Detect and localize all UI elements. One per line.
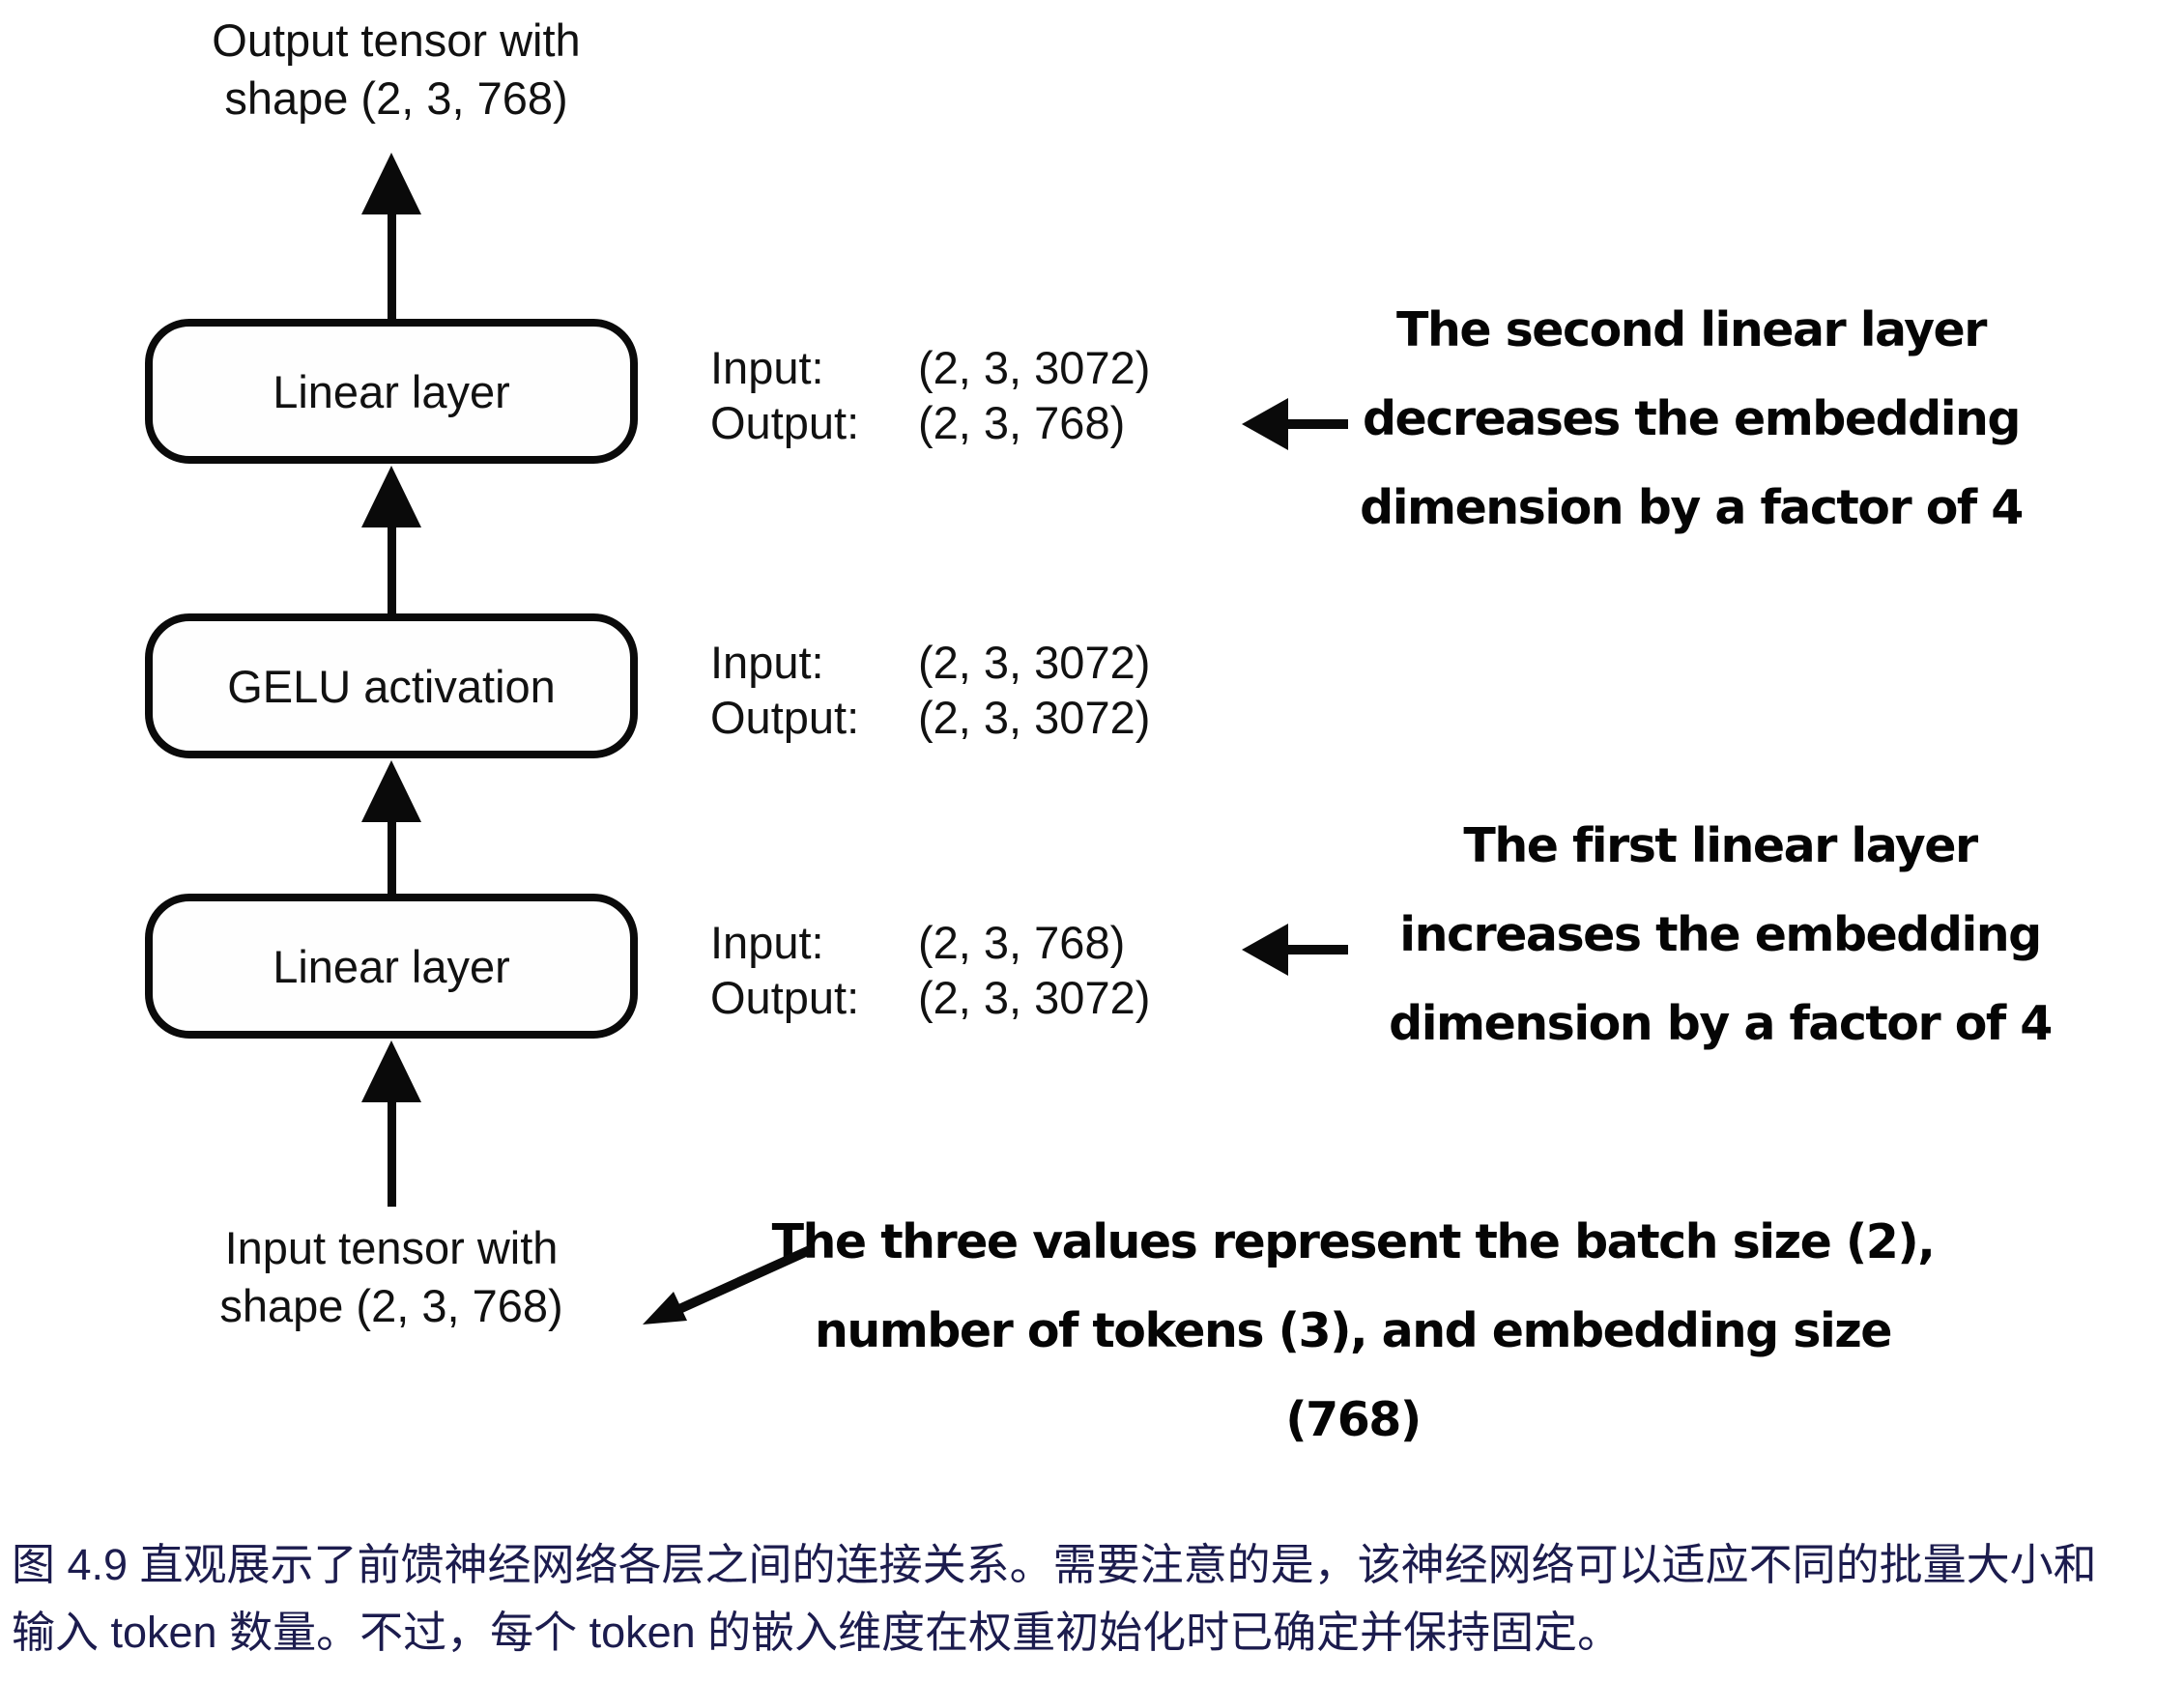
annotation-line: dimension by a factor of 4 [1360, 480, 2024, 535]
up-arrow-head [361, 153, 421, 214]
output-tensor-label: Output tensor with shape (2, 3, 768) [135, 12, 657, 128]
annotation-batch-explanation: The three values represent the batch siz… [628, 1198, 2078, 1465]
annotation-line: The second linear layer [1396, 302, 1987, 357]
caption-line: 输入 token 数量。不过，每个 token 的嵌入维度在权重初始化时已确定并… [12, 1608, 1622, 1657]
left-arrow-head [1242, 398, 1288, 450]
annotation-line: dimension by a factor of 4 [1389, 996, 2053, 1051]
up-arrow-icon [361, 760, 421, 894]
io-shapes-linear-bottom: Input: (2, 3, 768) Output: (2, 3, 3072) [710, 915, 1309, 1025]
input-tensor-label: Input tensor with shape (2, 3, 768) [155, 1219, 628, 1335]
io-output-value: (2, 3, 3072) [918, 692, 1151, 743]
left-arrow-icon [1242, 924, 1348, 976]
io-output-label: Output: [710, 972, 860, 1023]
annotation-first-linear-layer: The first linear layer increases the emb… [1363, 802, 2078, 1068]
layer-label: Linear layer [273, 365, 510, 417]
io-output-row: Output: (2, 3, 768) [710, 395, 1309, 450]
io-input-row: Input: (2, 3, 3072) [710, 635, 1309, 690]
layer-box-gelu: GELU activation [145, 613, 638, 758]
left-arrow-head [1242, 924, 1288, 976]
up-arrow-head [361, 466, 421, 527]
output-tensor-label-line1: Output tensor with [212, 14, 581, 66]
up-arrow-icon [361, 1040, 421, 1207]
io-shapes-linear-top: Input: (2, 3, 3072) Output: (2, 3, 768) [710, 340, 1309, 450]
input-tensor-label-line1: Input tensor with [224, 1222, 559, 1273]
layer-label: GELU activation [227, 660, 556, 712]
io-input-label: Input: [710, 637, 824, 688]
annotation-line: increases the embedding [1399, 907, 2042, 962]
io-output-value: (2, 3, 3072) [918, 972, 1151, 1023]
figure-caption: 图 4.9 直观展示了前馈神经网络各层之间的连接关系。需要注意的是，该神经网络可… [12, 1531, 2176, 1667]
io-input-value: (2, 3, 3072) [918, 342, 1151, 393]
up-arrow-head [361, 760, 421, 822]
up-arrow-shaft [387, 1102, 396, 1207]
io-shapes-gelu: Input: (2, 3, 3072) Output: (2, 3, 3072) [710, 635, 1309, 745]
annotation-line: number of tokens (3), and embedding size [814, 1303, 1893, 1358]
annotation-second-linear-layer: The second linear layer decreases the em… [1334, 286, 2049, 553]
up-arrow-head [361, 1040, 421, 1102]
io-input-row: Input: (2, 3, 3072) [710, 340, 1309, 395]
output-tensor-label-line2: shape (2, 3, 768) [224, 72, 568, 124]
io-input-row: Input: (2, 3, 768) [710, 915, 1309, 970]
left-arrow-shaft [1288, 945, 1348, 954]
io-input-label: Input: [710, 342, 824, 393]
io-input-label: Input: [710, 917, 824, 968]
io-output-row: Output: (2, 3, 3072) [710, 970, 1309, 1025]
io-output-value: (2, 3, 768) [918, 397, 1126, 448]
up-arrow-shaft [387, 214, 396, 319]
io-output-row: Output: (2, 3, 3072) [710, 690, 1309, 745]
left-arrow-shaft [1288, 419, 1348, 429]
annotation-line: (768) [1285, 1392, 1422, 1447]
annotation-line: decreases the embedding [1362, 391, 2022, 446]
io-output-label: Output: [710, 397, 860, 448]
annotation-line: The first linear layer [1463, 818, 1978, 873]
up-arrow-icon [361, 153, 421, 319]
io-input-value: (2, 3, 768) [918, 917, 1126, 968]
caption-line: 图 4.9 直观展示了前馈神经网络各层之间的连接关系。需要注意的是，该神经网络可… [12, 1540, 2097, 1589]
left-arrow-icon [1242, 398, 1348, 450]
layer-box-linear-bottom: Linear layer [145, 894, 638, 1039]
up-arrow-icon [361, 466, 421, 613]
annotation-line: The three values represent the batch siz… [771, 1214, 1936, 1269]
layer-label: Linear layer [273, 940, 510, 992]
up-arrow-shaft [387, 527, 396, 613]
up-arrow-shaft [387, 822, 396, 894]
io-output-label: Output: [710, 692, 860, 743]
diagonal-arrow-icon [643, 1244, 815, 1325]
layer-box-linear-top: Linear layer [145, 319, 638, 464]
io-input-value: (2, 3, 3072) [918, 637, 1151, 688]
input-tensor-label-line2: shape (2, 3, 768) [219, 1280, 563, 1331]
